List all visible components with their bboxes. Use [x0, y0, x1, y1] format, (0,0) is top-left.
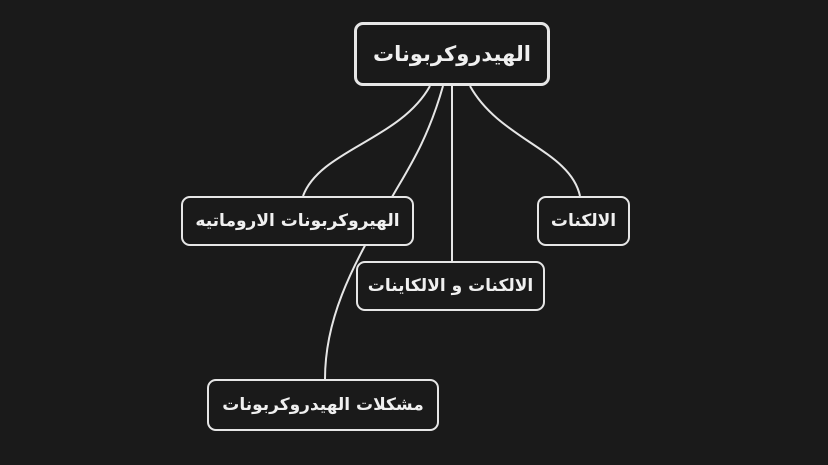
- node-label: الهيروكربونات الاروماتيه: [195, 211, 400, 231]
- node-alkenes-alkynes[interactable]: الالكنات و الالكاينات: [356, 261, 545, 311]
- node-problems[interactable]: مشكلات الهيدروكربونات: [207, 379, 439, 431]
- root-node[interactable]: الهيدروكربونات: [354, 22, 550, 86]
- node-alkanes[interactable]: الالكنات: [537, 196, 630, 246]
- node-label: الالكنات: [550, 211, 617, 231]
- edge-root-alkanes: [469, 85, 581, 197]
- edge-root-aromatic: [302, 85, 431, 197]
- node-label: الالكنات و الالكاينات: [367, 276, 534, 296]
- node-label: مشكلات الهيدروكربونات: [222, 395, 424, 415]
- node-aromatic[interactable]: الهيروكربونات الاروماتيه: [181, 196, 414, 246]
- root-label: الهيدروكربونات: [373, 42, 531, 66]
